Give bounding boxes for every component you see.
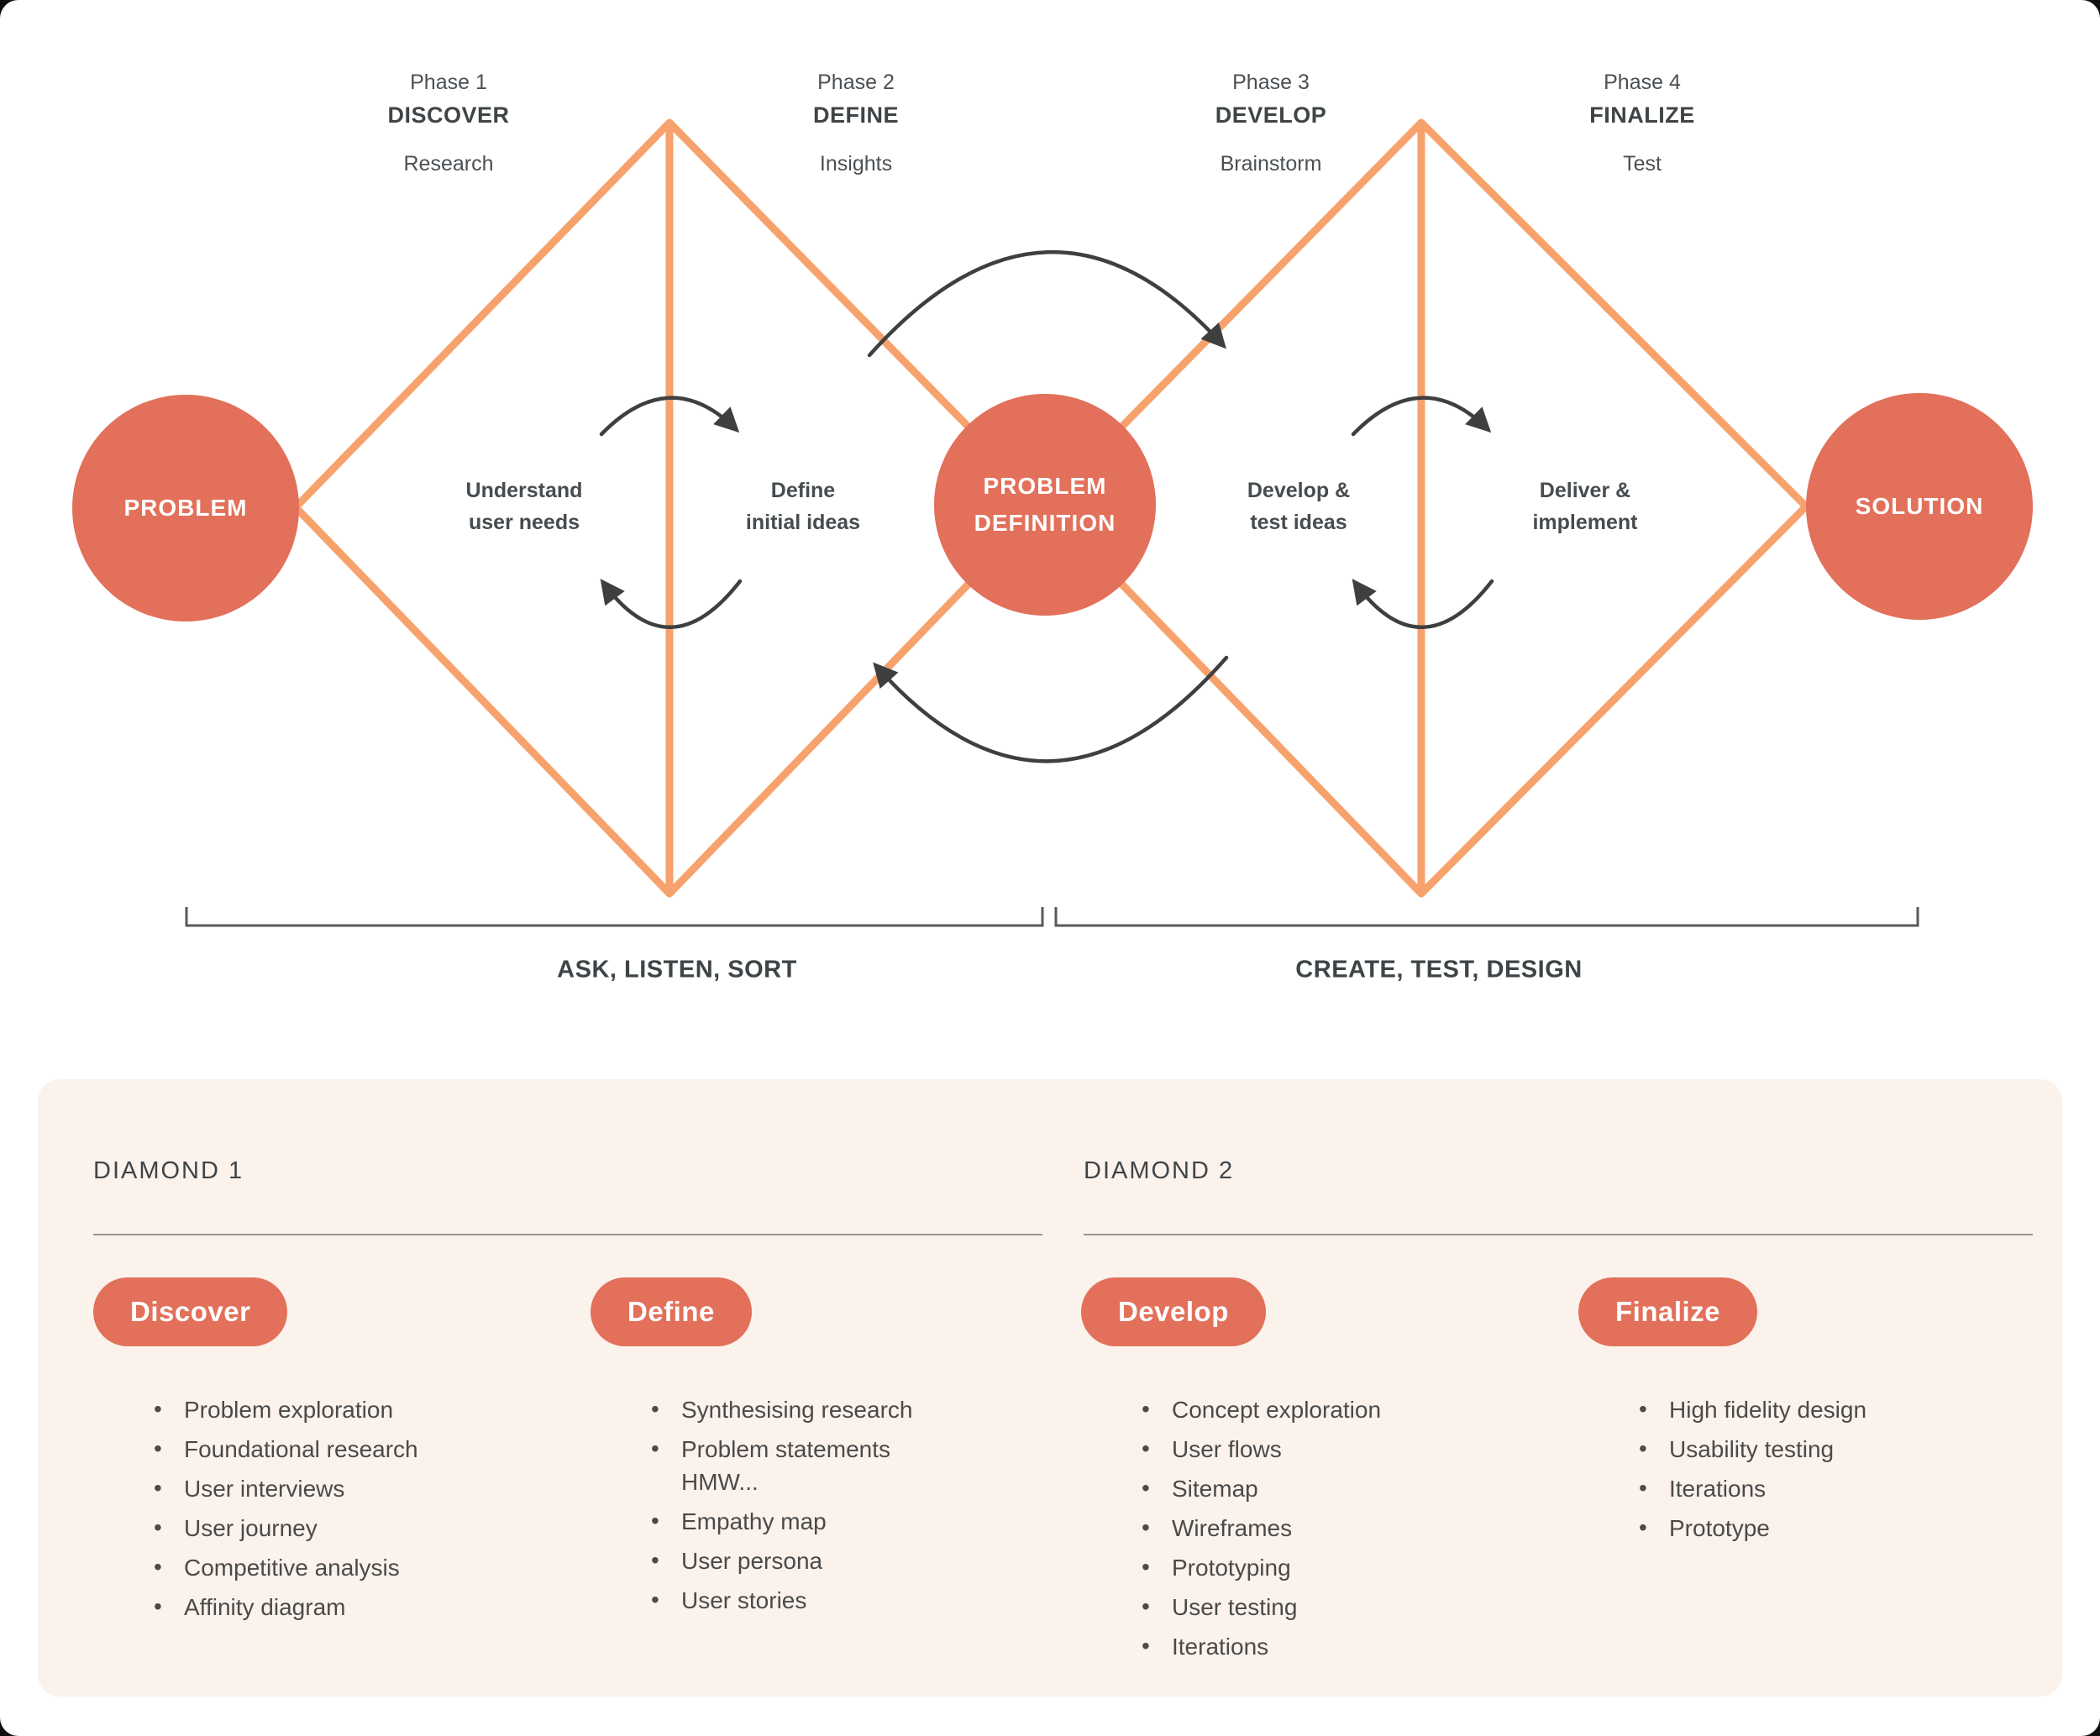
list-item: Iterations [1637, 1471, 2032, 1505]
discover-pill: Discover [93, 1277, 288, 1346]
phase-number: Phase 3 [1232, 71, 1310, 94]
discover-list: Problem explorationFoundational research… [152, 1392, 547, 1623]
list-item: Usability testing [1637, 1432, 2032, 1466]
phase-activity: Test [1623, 152, 1662, 176]
brackets [185, 907, 1919, 927]
phase-activity: Insights [819, 152, 893, 176]
develop-list: Concept explorationUser flowsSitemapWire… [1140, 1392, 1535, 1663]
cycle-arrow-top-diamond-2 [1351, 396, 1492, 437]
list-item: User testing [1140, 1590, 1535, 1623]
list-item: Empathy map [649, 1504, 1044, 1538]
cycle-arrow-top-diamond-1 [599, 396, 740, 437]
discover-card: Discover Problem explorationFoundational… [93, 1277, 547, 1630]
cycle-arrow-bottom-diamond-2 [1352, 579, 1494, 629]
list-item: Iterations [1140, 1629, 1535, 1663]
list-item: Problem statements HMW... [649, 1432, 1044, 1498]
phase-activity: Research [403, 152, 494, 176]
phase-name: DISCOVER [387, 102, 510, 128]
iteration-arrows [599, 250, 1494, 763]
loop-arrow-bottom-between-diamonds [873, 655, 1229, 763]
phase-4-header: Phase 4 FINALIZE Test [1589, 71, 1695, 176]
problem-definition-node: PROBLEM DEFINITION [934, 394, 1156, 616]
phase-number: Phase 2 [817, 71, 895, 94]
quadrant-label-define-initial-ideas: Define initial ideas [745, 479, 861, 534]
define-card: Define Synthesising researchProblem stat… [591, 1277, 1044, 1623]
list-item: Problem exploration [152, 1392, 547, 1426]
list-item: High fidelity design [1637, 1392, 2032, 1426]
quadrant-label-understand-user-needs: Understand user needs [465, 479, 583, 534]
bracket-diamond-1 [185, 907, 1044, 927]
list-item: Synthesising research [649, 1392, 1044, 1426]
bracket-label-create-test-design: CREATE, TEST, DESIGN [1295, 956, 1583, 983]
phase-activity: Brainstorm [1220, 152, 1322, 176]
list-item: Wireframes [1140, 1511, 1535, 1545]
section-divider-diamond-2 [1084, 1234, 2033, 1235]
cycle-arrow-bottom-diamond-1 [600, 579, 743, 629]
section-divider-diamond-1 [93, 1234, 1042, 1235]
list-item: Prototype [1637, 1511, 2032, 1545]
develop-card: Develop Concept explorationUser flowsSit… [1081, 1277, 1535, 1670]
list-item: User flows [1140, 1432, 1535, 1466]
diamond-2-outline [1041, 118, 1810, 898]
list-item: User interviews [152, 1471, 547, 1505]
phase-name: DEVELOP [1215, 102, 1327, 128]
phase-name: FINALIZE [1589, 102, 1695, 128]
phase-2-header: Phase 2 DEFINE Insights [813, 71, 899, 176]
phase-number: Phase 1 [410, 71, 487, 94]
list-item: Sitemap [1140, 1471, 1535, 1505]
list-item: User persona [649, 1544, 1044, 1577]
loop-arrow-top-between-diamonds [867, 250, 1226, 358]
phase-number: Phase 4 [1604, 71, 1681, 94]
define-list: Synthesising researchProblem statements … [649, 1392, 1044, 1617]
quadrant-label-develop-test-ideas: Develop & test ideas [1247, 479, 1351, 534]
bracket-label-ask-listen-sort: ASK, LISTEN, SORT [557, 956, 797, 983]
problem-node: PROBLEM [72, 395, 299, 621]
list-item: Foundational research [152, 1432, 547, 1466]
quadrant-label-deliver-implement: Deliver & implement [1532, 479, 1638, 534]
phase-3-header: Phase 3 DEVELOP Brainstorm [1215, 71, 1327, 176]
solution-node: SOLUTION [1806, 393, 2033, 620]
list-item: User stories [649, 1583, 1044, 1617]
finalize-pill: Finalize [1578, 1277, 1758, 1346]
list-item: Prototyping [1140, 1550, 1535, 1584]
list-item: Competitive analysis [152, 1550, 547, 1584]
define-pill: Define [591, 1277, 752, 1346]
section-title-diamond-1: DIAMOND 1 [93, 1157, 244, 1184]
list-item: Concept exploration [1140, 1392, 1535, 1426]
list-item: User journey [152, 1511, 547, 1545]
phase-name: DEFINE [812, 102, 900, 128]
phase-1-header: Phase 1 DISCOVER Research [387, 71, 509, 176]
section-title-diamond-2: DIAMOND 2 [1084, 1157, 1235, 1184]
list-item: Affinity diagram [152, 1590, 547, 1623]
bracket-diamond-2 [1054, 907, 1919, 927]
finalize-list: High fidelity designUsability testingIte… [1637, 1392, 2032, 1545]
finalize-card: Finalize High fidelity designUsability t… [1578, 1277, 2032, 1551]
develop-pill: Develop [1081, 1277, 1266, 1346]
